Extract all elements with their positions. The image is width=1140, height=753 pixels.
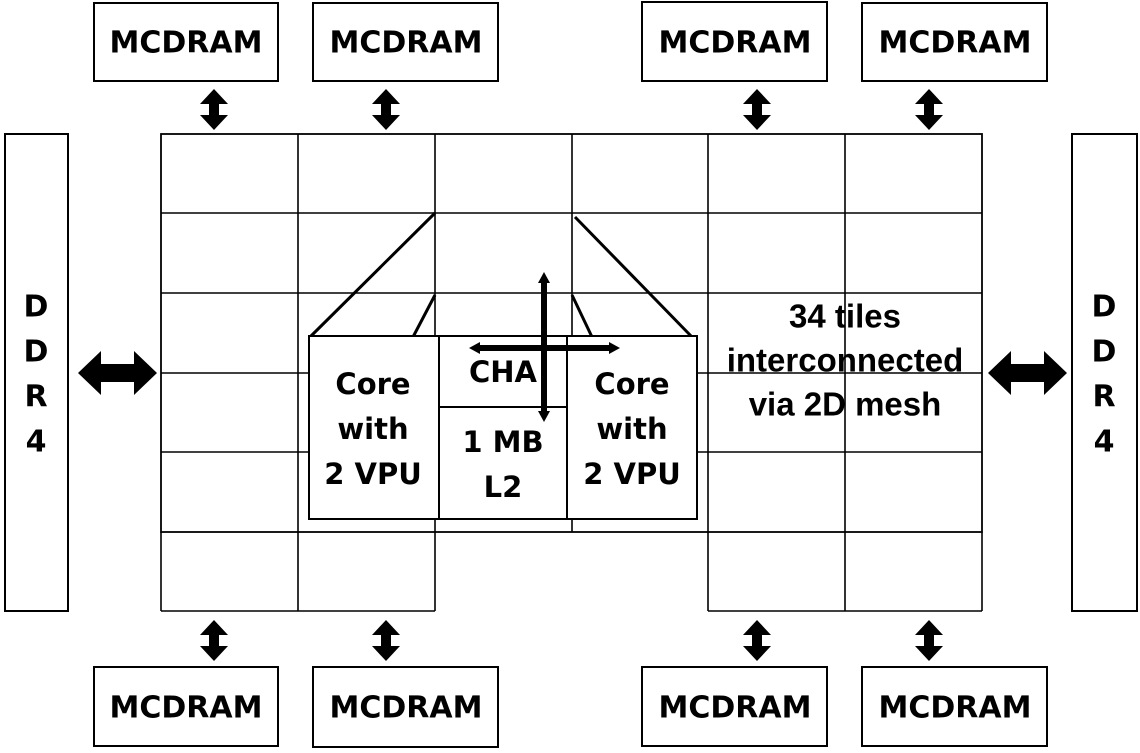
double-arrow-vertical-icon (915, 89, 943, 130)
double-arrow-horizontal-left-icon (78, 351, 157, 395)
double-arrow-vertical-icon (200, 89, 228, 130)
double-arrow-vertical-icon (372, 89, 400, 130)
double-arrow-horizontal-right-icon (988, 351, 1067, 395)
ddr4-right-char-2: D (1092, 335, 1117, 370)
core-left: Core with 2 VPU (324, 367, 422, 491)
double-arrow-vertical-icon (200, 620, 228, 661)
mesh-label-line-1: 34 tiles (789, 298, 901, 335)
mcdram-bottom-3: MCDRAM (641, 666, 828, 747)
ddr4-right: D D R 4 (1071, 133, 1138, 612)
mcdram-top-3: MCDRAM (641, 1, 828, 82)
mcdram-top-1: MCDRAM (93, 2, 279, 82)
mesh-label-line-3: via 2D mesh (749, 386, 942, 423)
zoom-lines (308, 211, 694, 339)
mcdram-bottom-2-label: MCDRAM (330, 691, 483, 726)
l2-cache: 1 MB L2 (462, 425, 543, 504)
mcdram-top-4: MCDRAM (861, 2, 1048, 82)
mesh-label-line-2: interconnected (727, 342, 964, 379)
core-right-line-2: with (596, 412, 667, 446)
core-right: Core with 2 VPU (583, 367, 681, 491)
mcdram-top-2-label: MCDRAM (330, 26, 483, 61)
mcdram-top-2: MCDRAM (312, 2, 499, 82)
double-arrow-vertical-icon (743, 620, 771, 661)
l2-line-1: 1 MB (462, 425, 543, 459)
mcdram-bottom-1: MCDRAM (93, 666, 279, 747)
core-right-line-3: 2 VPU (583, 457, 681, 491)
ddr4-left-char-4: 4 (26, 425, 47, 460)
ddr4-left-char-3: R (24, 380, 47, 415)
mcdram-bottom-arrows (200, 620, 943, 661)
double-arrow-vertical-icon (743, 89, 771, 130)
double-arrow-vertical-icon (915, 620, 943, 661)
mcdram-bottom-2: MCDRAM (312, 666, 499, 748)
mcdram-top-4-label: MCDRAM (879, 26, 1032, 61)
mesh-cross-arrows-icon (469, 272, 620, 422)
cha-label: CHA (469, 355, 538, 389)
core-left-line-1: Core (335, 367, 410, 401)
mcdram-bottom-row: MCDRAM MCDRAM MCDRAM MCDRAM (93, 666, 1048, 748)
ddr4-left-char-2: D (24, 335, 49, 370)
mcdram-bottom-4-label: MCDRAM (879, 691, 1032, 726)
tile-detail: Core with 2 VPU CHA 1 MB L2 Core with 2 … (308, 272, 698, 520)
mesh-annotation: 34 tiles interconnected via 2D mesh (727, 298, 964, 423)
core-right-line-1: Core (594, 367, 669, 401)
ddr4-left-char-1: D (24, 290, 49, 325)
ddr4-right-char-4: 4 (1094, 425, 1115, 460)
core-left-line-3: 2 VPU (324, 457, 422, 491)
ddr4-right-char-1: D (1092, 290, 1117, 325)
mcdram-bottom-3-label: MCDRAM (659, 691, 812, 726)
mcdram-top-1-label: MCDRAM (110, 26, 263, 61)
l2-line-2: L2 (484, 470, 523, 504)
ddr4-left: D D R 4 (4, 133, 69, 612)
mcdram-bottom-4: MCDRAM (861, 666, 1048, 747)
double-arrow-vertical-icon (372, 620, 400, 661)
mcdram-top-3-label: MCDRAM (659, 26, 812, 61)
mcdram-top-arrows (200, 89, 943, 130)
mcdram-bottom-1-label: MCDRAM (110, 691, 263, 726)
ddr4-right-char-3: R (1092, 380, 1115, 415)
mcdram-top-row: MCDRAM MCDRAM MCDRAM MCDRAM (93, 1, 1048, 82)
core-left-line-2: with (337, 412, 408, 446)
